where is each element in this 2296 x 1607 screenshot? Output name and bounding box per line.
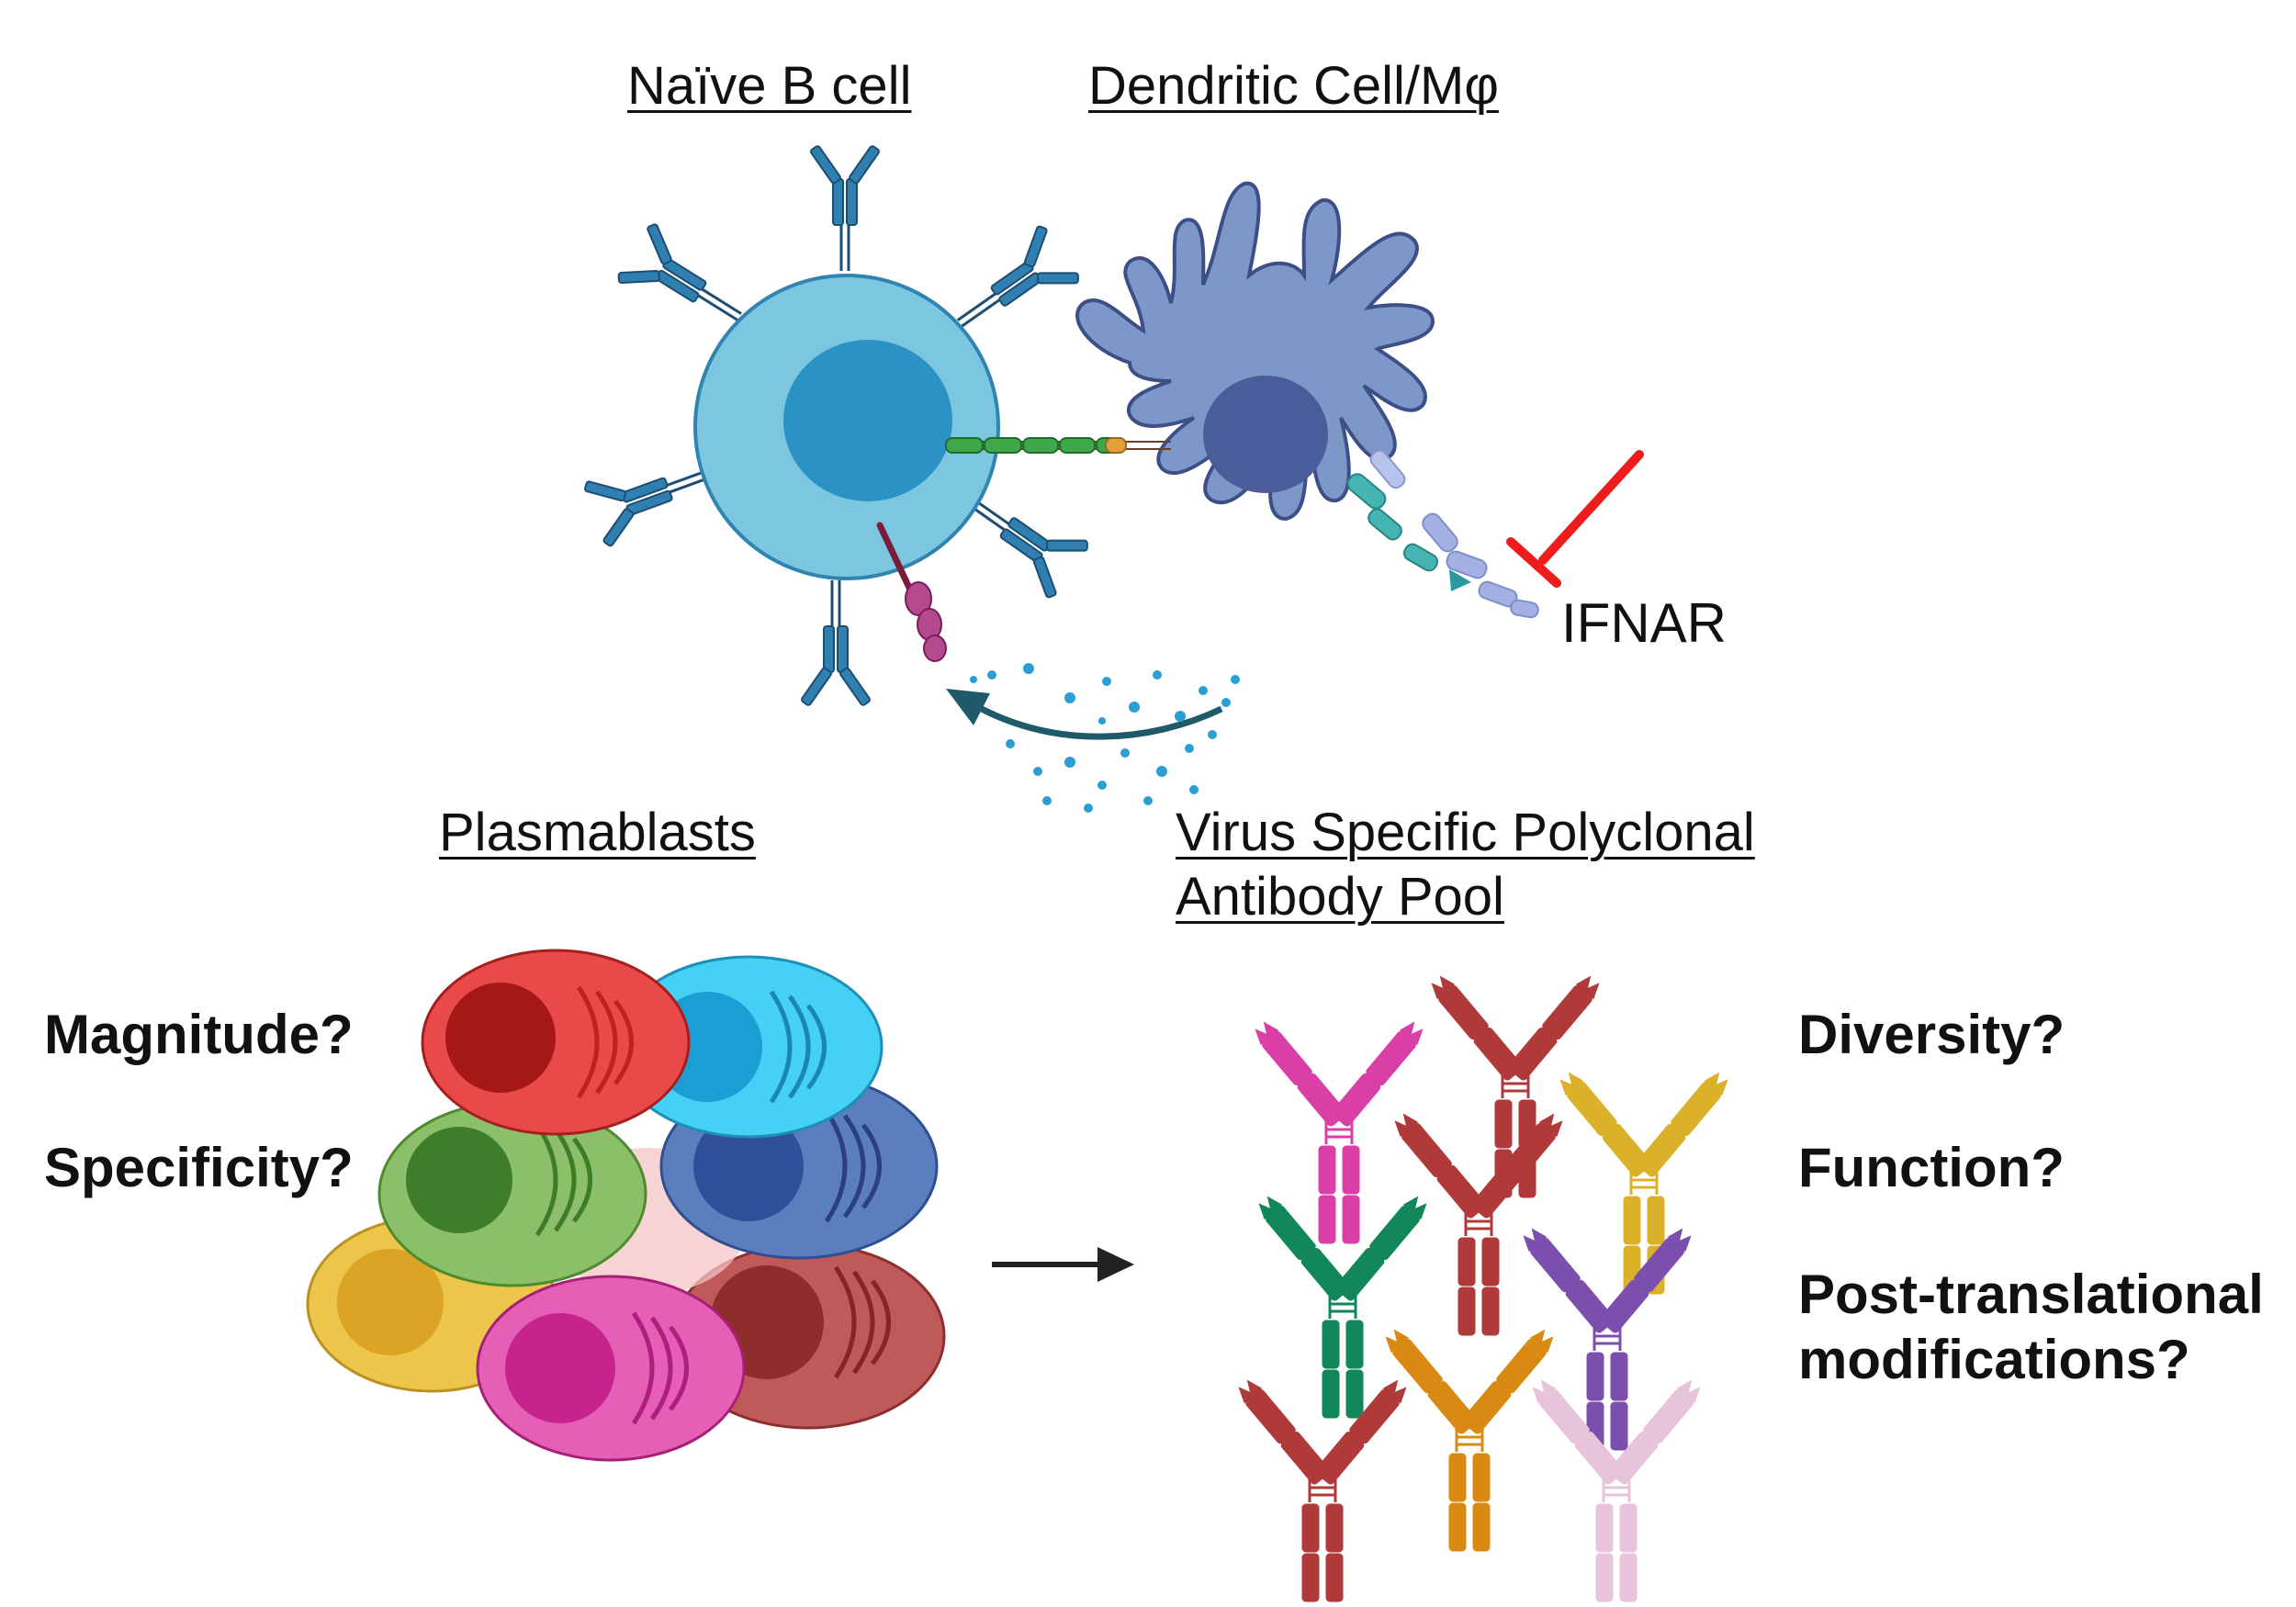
- cytokine-dots: [970, 663, 1240, 813]
- antibody-pool: [1233, 972, 1733, 1603]
- cytokine-receptor: [876, 522, 947, 662]
- plasmablast-red: [421, 949, 691, 1136]
- antibody-pool-label-line1: Virus Specific Polyclonal: [1176, 803, 1755, 862]
- antibody-orange: [1380, 1325, 1559, 1553]
- dendritic-cell-nucleus: [1203, 376, 1328, 493]
- question-magnitude: Magnitude?: [44, 1004, 354, 1065]
- plasmablasts-label: Plasmablasts: [439, 803, 756, 862]
- question-ptm-line1: Post-translational: [1798, 1264, 2264, 1325]
- plasmablast-pink: [476, 1275, 746, 1462]
- plasmablast-cluster: [306, 949, 946, 1462]
- dendritic-cell: [945, 181, 1644, 619]
- ifnar-label: IFNAR: [1561, 592, 1727, 654]
- antibody-pool-label-line2: Antibody Pool: [1176, 867, 1504, 927]
- b-cell-receptor: [799, 579, 872, 708]
- antibody-gold: [1555, 1068, 1733, 1296]
- plasmablast-green: [377, 1100, 647, 1287]
- dendritic-cell-label: Dendritic Cell/Mφ: [1088, 56, 1499, 116]
- plasmablast-cyan: [613, 955, 884, 1139]
- naive-b-cell: [580, 143, 1094, 708]
- b-cell-nucleus: [783, 340, 952, 501]
- cytokine-arrow: [976, 703, 1223, 740]
- cell-contact-complex: [945, 437, 1171, 454]
- transition-arrow: [992, 1247, 1134, 1282]
- question-specificity: Specificity?: [44, 1137, 354, 1198]
- question-ptm-line2: modifications?: [1798, 1329, 2190, 1390]
- naive-b-cell-label: Naïve B cell: [627, 56, 912, 116]
- b-cell-receptor: [808, 143, 882, 273]
- question-function: Function?: [1798, 1137, 2065, 1198]
- ifnar-receptor: [1346, 449, 1539, 619]
- question-diversity: Diversity?: [1798, 1004, 2065, 1065]
- cytokine-signal: [946, 663, 1240, 813]
- ifnar-blockade-symbol: [1506, 450, 1644, 588]
